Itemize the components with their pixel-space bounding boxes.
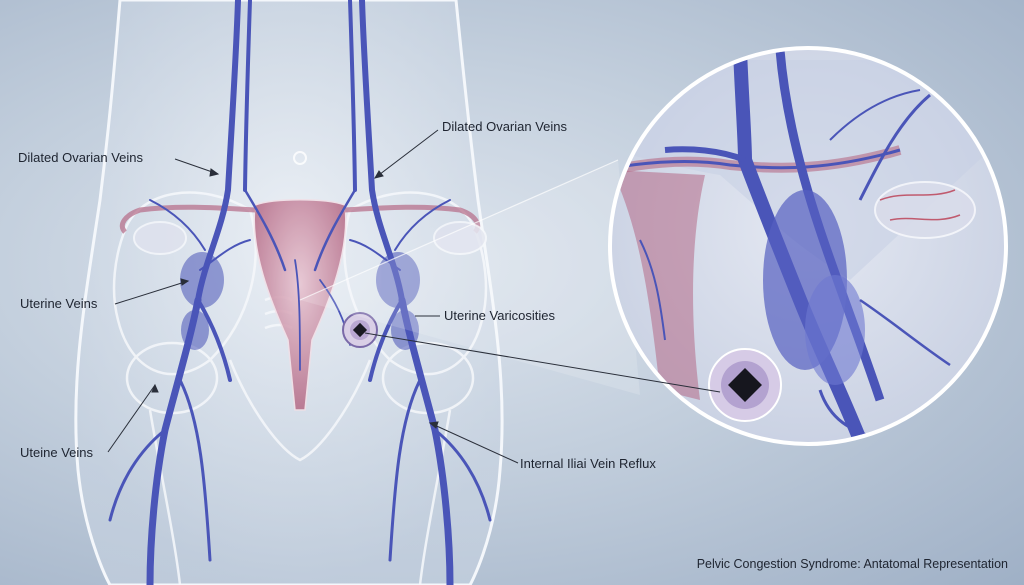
label-uterine-veins: Uterine Veins (20, 296, 98, 311)
label-dilated-ovarian-veins-left: Dilated Ovarian Veins (18, 150, 144, 165)
label-dilated-ovarian-veins-right: Dilated Ovarian Veins (442, 119, 568, 134)
vein-cross-section-detail (708, 348, 782, 422)
magnification-projection (300, 160, 640, 395)
navel (293, 151, 307, 165)
leader-lines (107, 129, 721, 464)
ovary-right (433, 221, 487, 255)
label-uteine-veins: Uteine Veins (20, 445, 93, 460)
figure-caption: Pelvic Congestion Syndrome: Antatomal Re… (696, 557, 1008, 571)
zoom-detail-circle (608, 46, 1008, 446)
label-internal-iliac-vein-reflux: Internal Iliai Vein Reflux (520, 456, 656, 471)
varicosity-clusters (180, 252, 420, 350)
ovary-left (133, 221, 187, 255)
label-uterine-varicosities: Uterine Varicosities (444, 308, 556, 323)
pelvic-bones (112, 191, 488, 585)
cross-section-marker (342, 312, 378, 348)
